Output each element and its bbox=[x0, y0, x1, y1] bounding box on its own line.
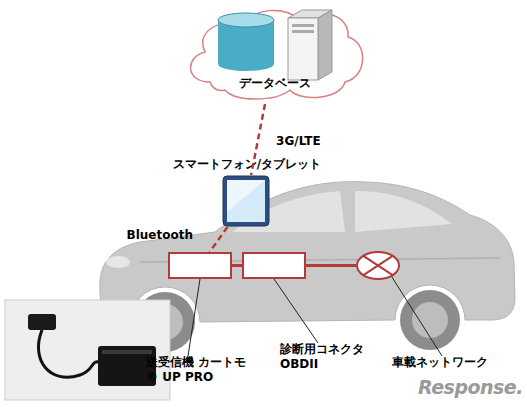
connector-box: 診断用コネクタ OBDII bbox=[242, 252, 306, 279]
photo-inset bbox=[5, 300, 170, 400]
tablet-node: スマートフォン/タブレット bbox=[222, 175, 270, 227]
node-label: 車載ネットワーク bbox=[392, 355, 517, 370]
tablet-outline bbox=[222, 175, 270, 227]
network-node: 車載ネットワーク bbox=[356, 251, 400, 280]
cloud-node: データベース bbox=[180, 2, 370, 104]
node-label: データベース bbox=[180, 76, 370, 91]
wireless-link bbox=[251, 104, 265, 175]
leader-line bbox=[274, 279, 318, 343]
node-label: 診断用コネクタ OBDII bbox=[280, 342, 376, 372]
device-highlight bbox=[102, 350, 152, 354]
headlight bbox=[106, 256, 130, 268]
rect-outline bbox=[168, 252, 232, 279]
leader-line bbox=[390, 274, 442, 356]
leader-line bbox=[188, 279, 200, 356]
wired-link bbox=[232, 264, 242, 267]
node-label: スマートフォン/タブレット bbox=[142, 157, 352, 172]
watermark: Response. bbox=[418, 376, 523, 398]
ellipse-outline bbox=[356, 251, 400, 280]
node-label: 送受信機 カートモ® UP PRO bbox=[146, 355, 258, 385]
link-label: Bluetooth bbox=[127, 228, 193, 242]
wired-link bbox=[306, 264, 356, 267]
wireless-link bbox=[210, 227, 228, 252]
device-cable bbox=[38, 330, 100, 377]
obd-plug bbox=[28, 314, 56, 330]
car-window bbox=[355, 191, 452, 232]
link-label: 3G/LTE bbox=[276, 134, 321, 148]
wheel bbox=[400, 290, 460, 350]
wheel-hub bbox=[412, 302, 448, 338]
rect-outline bbox=[242, 252, 306, 279]
transceiver-box: 送受信機 カートモ® UP PRO bbox=[168, 252, 232, 279]
